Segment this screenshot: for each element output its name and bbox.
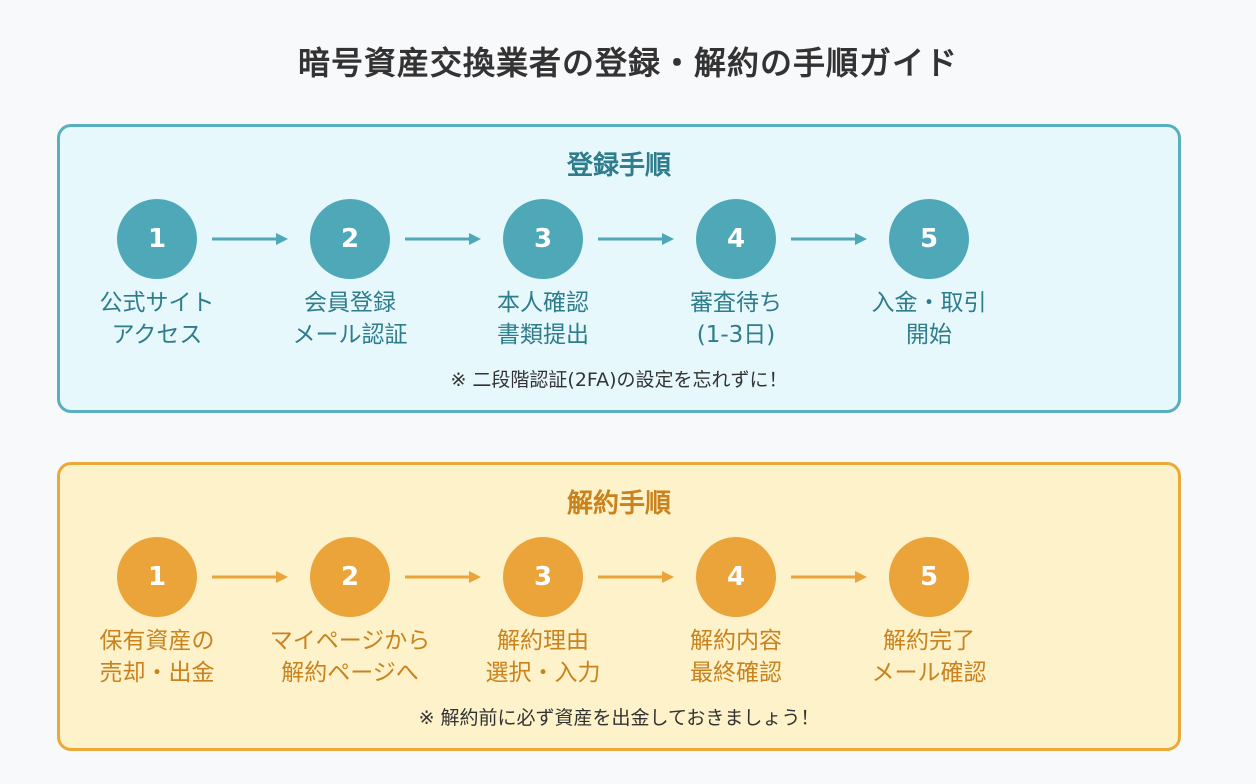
step-label: 会員登録 メール認証 xyxy=(265,287,435,351)
step-label-line: 公式サイト xyxy=(99,290,215,316)
step-label-line: メール確認 xyxy=(871,660,987,686)
step-number-circle: 3 xyxy=(503,537,583,617)
step-label-line: マイページから xyxy=(269,628,431,654)
arrow-right-icon xyxy=(405,571,481,583)
step-number-circle: 2 xyxy=(310,199,390,279)
step-label-line: 選択・入力 xyxy=(485,660,601,686)
arrow-right-icon xyxy=(791,233,867,245)
register-note: ※ 二段階認証(2FA)の設定を忘れずに！ xyxy=(450,369,788,391)
step-label: 本人確認 書類提出 xyxy=(458,287,628,351)
arrow-right-icon xyxy=(212,233,288,245)
step-number-circle: 4 xyxy=(696,537,776,617)
step-label-line: 解約理由 xyxy=(497,628,589,654)
step-number-circle: 2 xyxy=(310,537,390,617)
step-label: 解約理由 選択・入力 xyxy=(458,625,628,689)
step-label: 解約完了 メール確認 xyxy=(844,625,1014,689)
step-label: 審査待ち (1-3日) xyxy=(651,287,821,351)
arrow-right-icon xyxy=(598,233,674,245)
step-number-circle: 3 xyxy=(503,199,583,279)
step-number-circle: 1 xyxy=(117,199,197,279)
step-label-line: (1-3日) xyxy=(696,322,776,348)
register-panel: 登録手順 1 公式サイト アクセス 2 会員登録 メール認証 3 xyxy=(57,124,1181,413)
step-label: 入金・取引 開始 xyxy=(844,287,1014,351)
step-number-circle: 1 xyxy=(117,537,197,617)
cancel-step-2: 2 マイページから 解約ページへ xyxy=(265,537,435,689)
cancel-heading: 解約手順 xyxy=(566,489,671,519)
step-label-line: メール認証 xyxy=(292,322,408,348)
step-number-circle: 5 xyxy=(889,537,969,617)
step-label-line: 開始 xyxy=(906,322,952,348)
register-step-3: 3 本人確認 書類提出 xyxy=(458,199,628,351)
cancel-step-1: 1 保有資産の 売却・出金 xyxy=(72,537,242,689)
page-title: 暗号資産交換業者の登録・解約の手順ガイド xyxy=(297,44,958,82)
arrow-right-icon xyxy=(212,571,288,583)
register-step-4: 4 審査待ち (1-3日) xyxy=(651,199,821,351)
register-heading: 登録手順 xyxy=(566,151,671,181)
step-label-line: 最終確認 xyxy=(690,660,782,686)
step-label: 保有資産の 売却・出金 xyxy=(72,625,242,689)
step-label-line: 本人確認 xyxy=(497,290,589,316)
step-label-line: 審査待ち xyxy=(690,290,782,316)
cancel-step-3: 3 解約理由 選択・入力 xyxy=(458,537,628,689)
step-label-line: 会員登録 xyxy=(304,290,396,316)
register-step-5: 5 入金・取引 開始 xyxy=(844,199,1014,351)
step-label-line: 書類提出 xyxy=(497,322,589,348)
step-number-circle: 4 xyxy=(696,199,776,279)
step-label-line: 保有資産の xyxy=(99,628,215,654)
arrow-right-icon xyxy=(405,233,481,245)
arrow-right-icon xyxy=(791,571,867,583)
cancel-step-4: 4 解約内容 最終確認 xyxy=(651,537,821,689)
step-label-line: 解約内容 xyxy=(690,628,782,654)
arrow-right-icon xyxy=(598,571,674,583)
step-number-circle: 5 xyxy=(889,199,969,279)
step-label-line: アクセス xyxy=(111,322,203,348)
register-step-2: 2 会員登録 メール認証 xyxy=(265,199,435,351)
step-label: 解約内容 最終確認 xyxy=(651,625,821,689)
register-step-1: 1 公式サイト アクセス xyxy=(72,199,242,351)
cancel-step-5: 5 解約完了 メール確認 xyxy=(844,537,1014,689)
cancel-panel: 解約手順 1 保有資産の 売却・出金 2 マイページから 解約ページへ 3 xyxy=(57,462,1181,751)
step-label-line: 入金・取引 xyxy=(871,290,987,316)
step-label: マイページから 解約ページへ xyxy=(265,625,435,689)
step-label-line: 解約完了 xyxy=(883,628,975,654)
step-label-line: 売却・出金 xyxy=(99,660,215,686)
cancel-note: ※ 解約前に必ず資産を出金しておきましょう！ xyxy=(418,707,820,729)
step-label: 公式サイト アクセス xyxy=(72,287,242,351)
step-label-line: 解約ページへ xyxy=(281,660,419,686)
